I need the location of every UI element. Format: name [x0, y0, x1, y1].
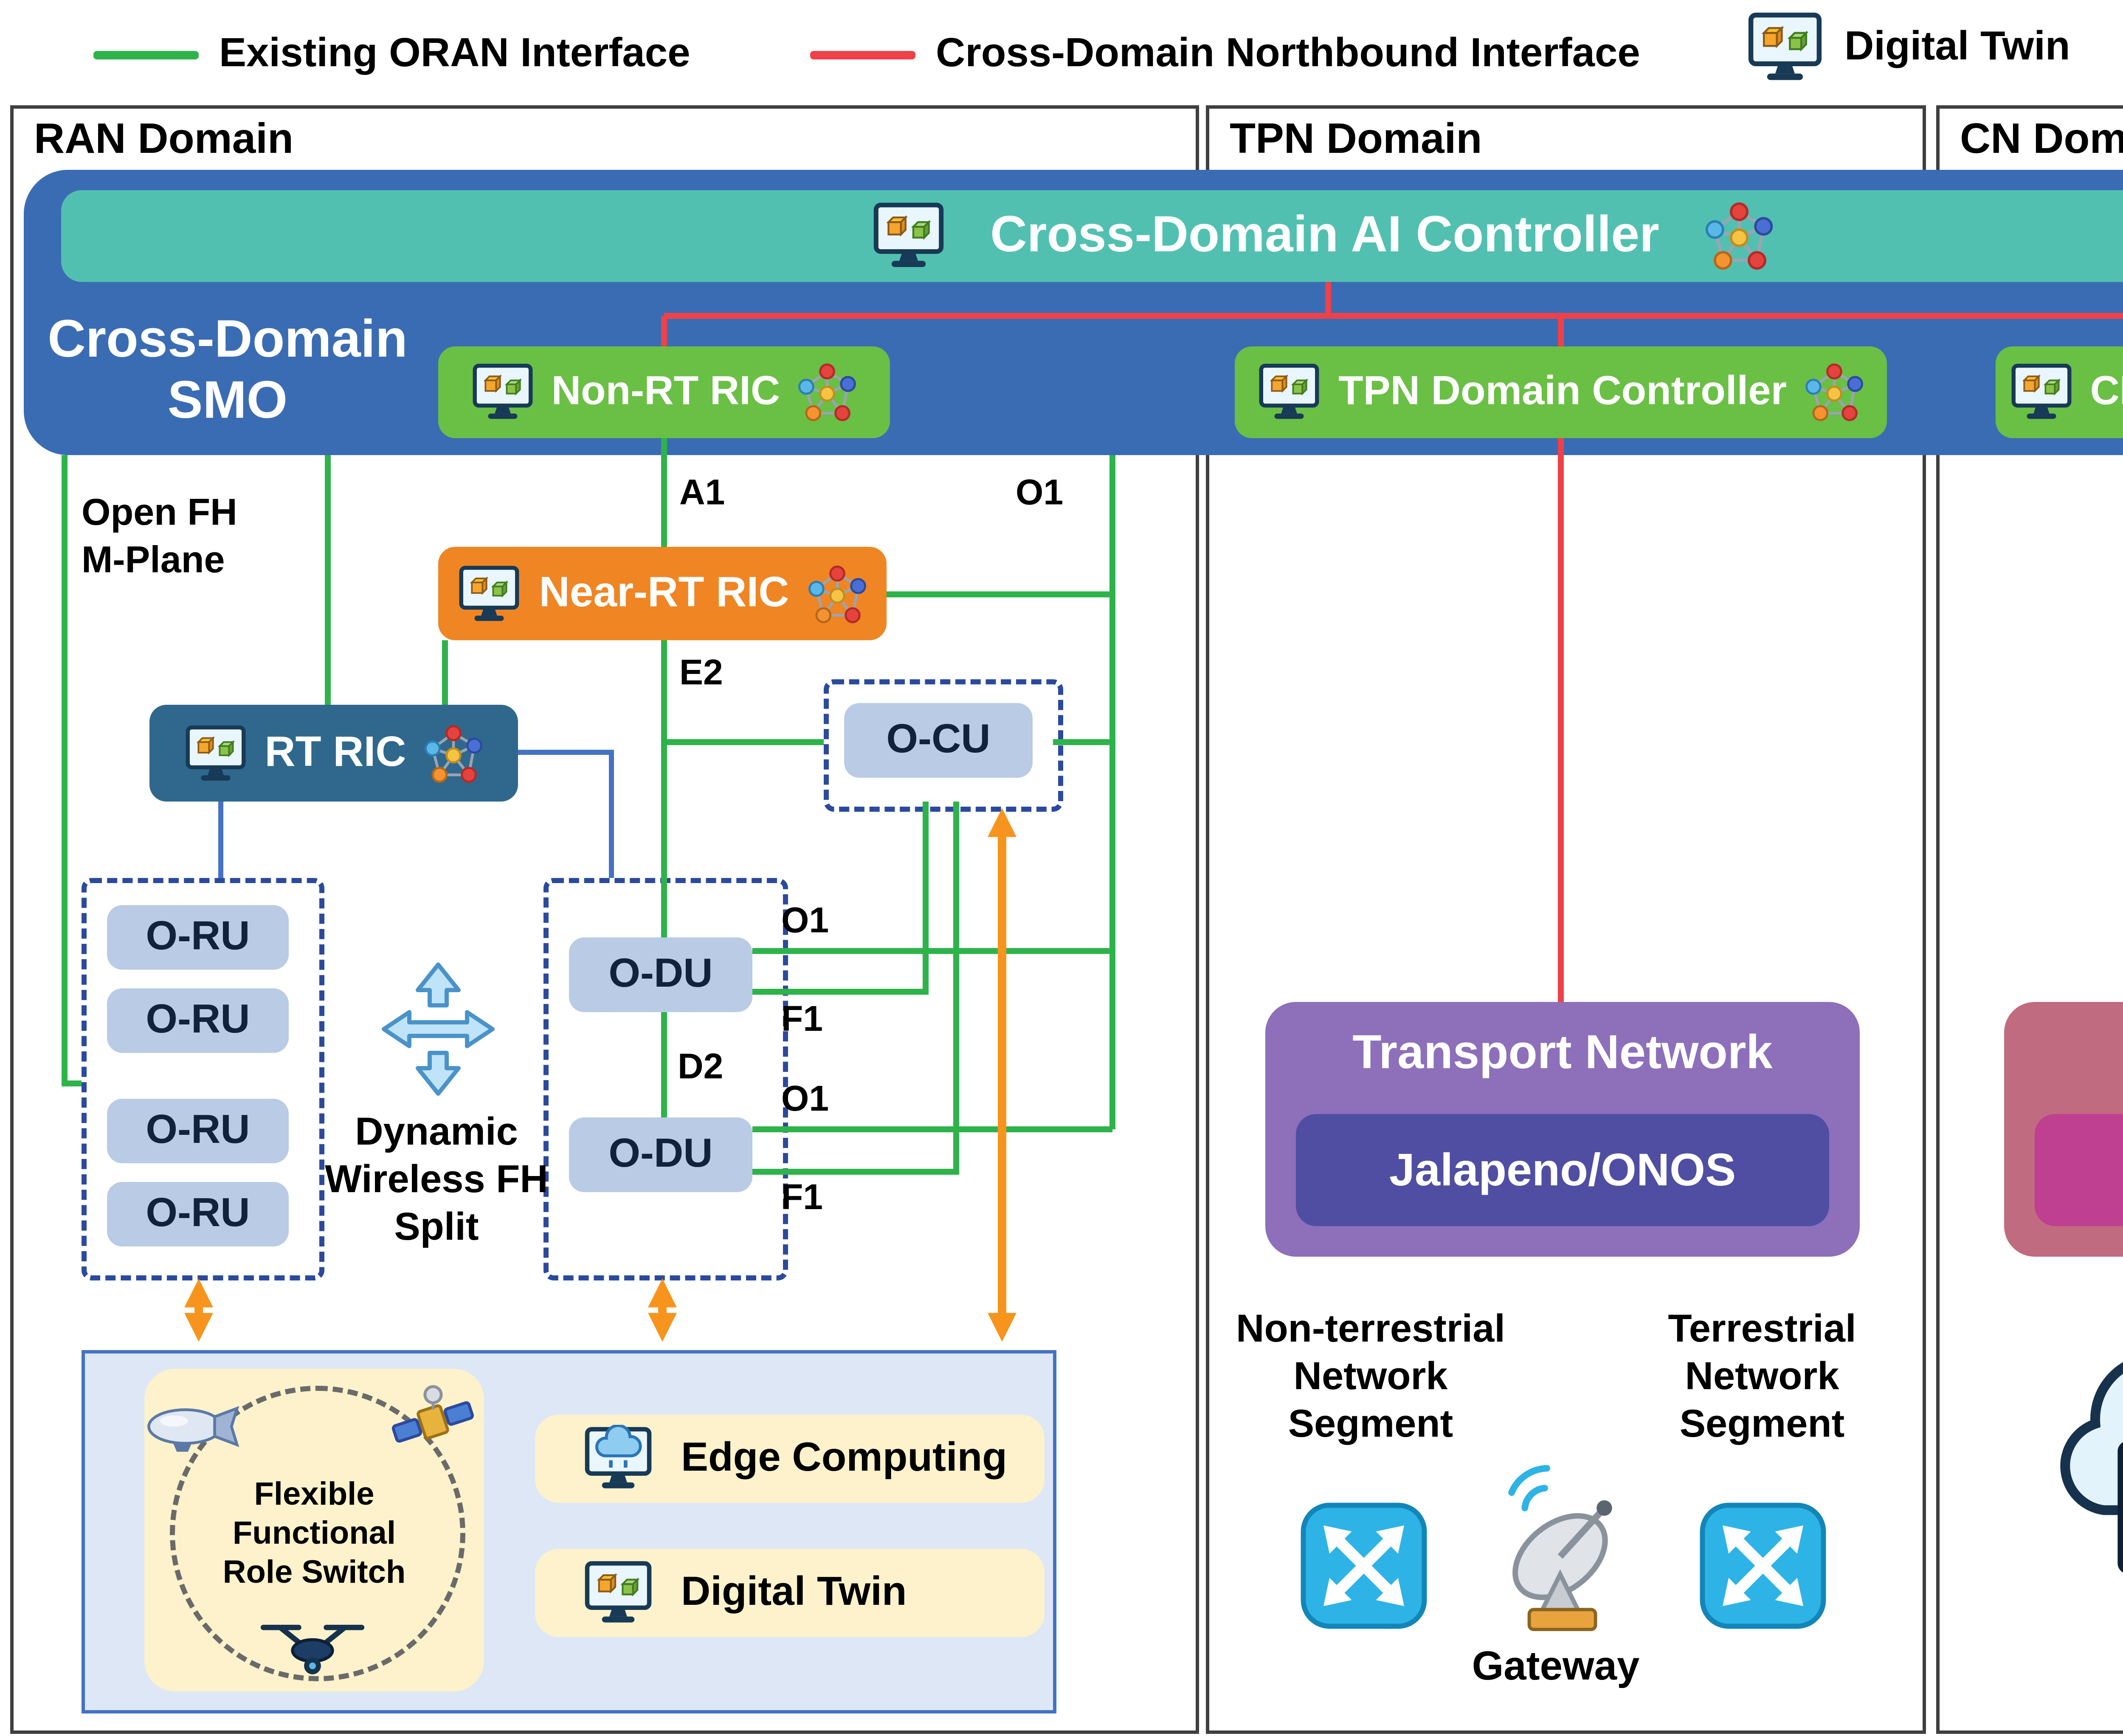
o-cu-node: O-CU [844, 703, 1033, 778]
cn-controller-label: CN Domain Controller [2090, 369, 2123, 414]
cross-domain-ai-controller: Cross-Domain AI Controller [61, 190, 2123, 282]
blimp-icon [144, 1403, 243, 1459]
non-terrestrial-segment-label: Non-terrestrial Network Segment [1236, 1306, 1505, 1446]
non-rt-ric-label: Non-RT RIC [551, 369, 780, 414]
rt-ric-label: RT RIC [265, 729, 406, 776]
cloud-server-icon [2031, 1342, 2123, 1590]
near-rt-ric: Near-RT RIC [438, 547, 887, 640]
role-switch-label: Flexible Functional Role Switch [222, 1477, 406, 1591]
digital-twin-card: Digital Twin [535, 1549, 1045, 1637]
digital-twin-icon [2009, 362, 2073, 423]
edge-computing-card: Edge Computing [535, 1415, 1045, 1503]
ran-domain-title: RAN Domain [34, 115, 294, 163]
open-fh-mplane-label: Open FH M-Plane [82, 491, 237, 580]
gateway-label: Gateway [1472, 1644, 1640, 1690]
legend-item-existing-oran: Existing ORAN Interface [93, 31, 690, 78]
ai-model-icon [1703, 200, 1775, 272]
nwdaf-box: NWDAF [2035, 1114, 2123, 1226]
near-rt-ric-label: Near-RT RIC [539, 569, 789, 616]
o-ru-node: O-RU [107, 988, 289, 1053]
interface-label-a1: A1 [679, 474, 725, 513]
digital-twin-icon [871, 200, 946, 272]
digital-twin-icon [183, 723, 248, 784]
ai-controller-label: Cross-Domain AI Controller [990, 207, 1659, 263]
o-du-node: O-DU [569, 1117, 752, 1192]
ai-model-icon [423, 723, 484, 784]
o-ru-node: O-RU [107, 1099, 289, 1163]
rt-ric: RT RIC [149, 705, 518, 802]
fh-split-label: Dynamic Wireless FH Split [325, 1109, 548, 1249]
edge-computing-label: Edge Computing [681, 1435, 1007, 1481]
cn-domain-title: CN Domain [1960, 115, 2123, 163]
interface-label-o1: O1 [781, 902, 829, 941]
o-ru-node: O-RU [107, 905, 289, 970]
role-switch-card: Flexible Functional Role Switch [144, 1369, 484, 1691]
terrestrial-segment-label: Terrestrial Network Segment [1668, 1306, 1856, 1446]
network-switch-icon [1299, 1501, 1428, 1630]
legend-item-northbound: Cross-Domain Northbound Interface [810, 31, 1640, 78]
tpn-domain-title: TPN Domain [1230, 115, 1482, 163]
digital-twin-icon [470, 362, 535, 423]
red-line-swatch [810, 50, 915, 59]
transport-network-box: Transport Network Jalapeno/ONOS [1265, 1002, 1860, 1257]
interface-label-e2: E2 [679, 654, 723, 693]
network-switch-icon [1698, 1501, 1827, 1630]
core-network-box: Core Network NWDAF [2004, 1002, 2123, 1257]
interface-label-o1: O1 [781, 1080, 829, 1119]
cn-domain-controller: CN Domain Controller [1996, 346, 2123, 438]
interface-label-o1: O1 [1016, 474, 1064, 513]
satellite-icon [389, 1376, 477, 1464]
digital-twin-card-label: Digital Twin [681, 1569, 907, 1615]
interface-label-f1: F1 [781, 1179, 823, 1218]
o-ru-group [82, 878, 324, 1280]
ai-model-icon [797, 362, 858, 423]
o-ru-node: O-RU [107, 1182, 289, 1246]
gateway-dish-icon [1467, 1464, 1644, 1640]
jalapeno-onos-box: Jalapeno/ONOS [1296, 1114, 1829, 1226]
legend-label: Cross-Domain Northbound Interface [936, 31, 1640, 76]
legend-label: Existing ORAN Interface [219, 31, 690, 76]
digital-twin-icon [583, 1559, 654, 1627]
core-network-title: Core Network [2004, 1002, 2123, 1080]
transport-network-title: Transport Network [1352, 1026, 1773, 1078]
legend-label: Digital Twin [1844, 24, 2070, 70]
digital-twin-icon [1746, 10, 1824, 85]
edge-computing-icon [583, 1425, 654, 1493]
ai-model-icon [1804, 362, 1865, 423]
drone-icon [256, 1617, 369, 1681]
fh-split-arrows-icon [377, 961, 499, 1097]
tpn-controller-label: TPN Domain Controller [1338, 369, 1787, 414]
legend-item-digital-twin: Digital Twin [1746, 10, 2070, 85]
interface-label-d2: D2 [678, 1048, 724, 1087]
o-du-node: O-DU [569, 937, 752, 1012]
digital-twin-icon [1257, 362, 1321, 423]
digital-twin-icon [458, 563, 522, 624]
green-line-swatch [93, 50, 199, 59]
interface-label-f1: F1 [781, 1000, 823, 1039]
tpn-domain-controller: TPN Domain Controller [1235, 346, 1887, 438]
smo-title: Cross-Domain SMO [48, 309, 408, 429]
non-rt-ric: Non-RT RIC [438, 346, 890, 438]
ai-model-icon [806, 563, 867, 624]
